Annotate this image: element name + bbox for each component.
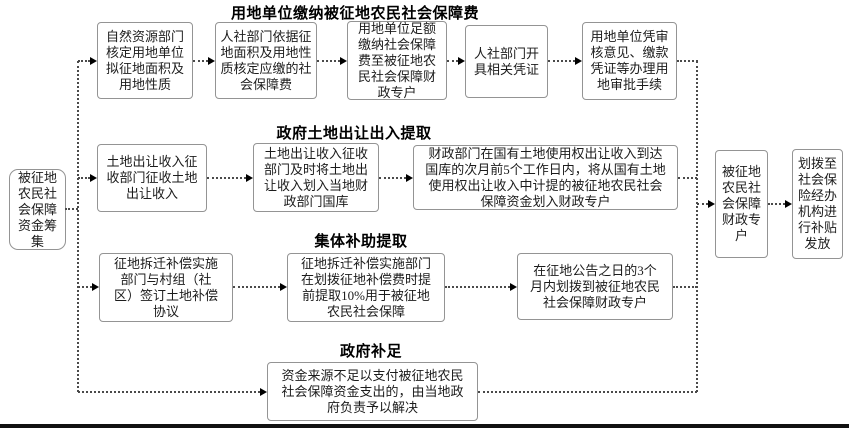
flow-box-r1-issue-voucher: 人社部门开 具相关凭证 — [465, 25, 548, 98]
flow-box-r2-finance-allocate: 财政部门在国有土地使用权出让收入到达 国库的次月前5个工作日内，将从国有土地 使… — [413, 145, 678, 210]
section-title-gov-land-transfer: 政府土地出让出入提取 — [276, 126, 432, 142]
arrowhead — [208, 57, 215, 65]
arrowhead — [90, 57, 97, 65]
flow-box-r1-natural-resources: 自然资源部门 核定用地单位 拟征地面积及 用地性质 — [97, 22, 193, 99]
flow-box-r1-hr-assess-fee: 人社部门依据征 地面积及用地性 质核定应缴的社 会保障费 — [215, 22, 317, 99]
section-title-collective-subsidy: 集体补助提取 — [314, 234, 408, 250]
bottom-divider-line — [0, 424, 849, 428]
connector-r2-to-right — [678, 177, 697, 179]
arrowhead — [575, 57, 582, 65]
arrowhead — [280, 283, 287, 291]
connector-right-vertical — [696, 61, 698, 392]
connector-r3-feed — [78, 286, 92, 288]
arrowhead — [785, 200, 792, 208]
connector-r3-to-right — [673, 286, 697, 288]
arrowhead — [510, 283, 517, 291]
flow-box-r3-sign-agreement: 征地拆迁补偿实施 部门与村组（社 区）签订土地补偿 协议 — [99, 253, 233, 322]
arrowhead — [458, 57, 465, 65]
flow-box-r2-collect-revenue: 土地出让收入征 收部门征收土地 出让收入 — [97, 144, 207, 212]
connector-r4-to-right — [478, 391, 697, 393]
arrowhead — [406, 174, 413, 182]
flow-box-fiscal-account: 被征地 农民社 会保障 财政专 户 — [715, 150, 768, 258]
section-title-land-unit-payment: 用地单位缴纳被征地农民社会保障费 — [230, 6, 480, 22]
connector-r1-1 — [193, 60, 208, 62]
flow-box-r3-withhold-10pct: 征地拆迁补偿实施部门 在划拨征地补偿费时提 前提取10%用于被征地 农民社会保障 — [287, 253, 445, 322]
section-title-gov-supplement: 政府补足 — [339, 344, 403, 360]
connector-r3-2 — [445, 286, 510, 288]
arrowhead — [90, 174, 97, 182]
arrowhead — [260, 388, 267, 396]
flow-box-r1-approval-procedure: 用地单位凭审 核意见、缴款 凭证等办理用 地审批手续 — [582, 22, 677, 100]
arrowhead — [246, 174, 253, 182]
arrowhead — [340, 57, 347, 65]
connector-to-fiscal-account — [697, 203, 708, 205]
connector-left-vertical — [77, 61, 79, 392]
connector-r1-2 — [317, 60, 340, 62]
connector-r1-feed — [78, 60, 90, 62]
connector-r4-feed — [78, 391, 260, 393]
connector-to-subsidy-payment — [768, 203, 785, 205]
flow-box-subsidy-payment: 划拨至 社会保 险经办 机构进 行补贴 发放 — [792, 149, 843, 259]
connector-r1-3 — [447, 60, 458, 62]
connector-r1-4 — [548, 60, 575, 62]
connector-r2-2 — [379, 177, 406, 179]
connector-r2-1 — [207, 177, 246, 179]
flow-box-r3-transfer-3months: 在征地公告之日的3个 月内划拨到被征地农民 社会保障财政专户 — [517, 253, 673, 320]
connector-r1-to-right — [677, 60, 698, 62]
flow-box-r4-gov-resolve: 资金来源不足以支付被征地农民 社会保障资金支出的，由当地政 府负责予以解决 — [267, 362, 478, 421]
arrowhead — [708, 200, 715, 208]
flow-box-fund-raising: 被征地 农民社 会保障 资金筹 集 — [9, 169, 66, 250]
flow-box-r2-transfer-treasury: 土地出让收入征收 部门及时将土地出 让收入划入当地财 政部门国库 — [253, 143, 379, 212]
flow-box-r1-full-payment: 用地单位足额 缴纳社会保障 费至被征地农 民社会保障财 政专户 — [347, 21, 447, 100]
connector-r3-1 — [233, 286, 280, 288]
arrowhead — [92, 283, 99, 291]
connector-source-out — [65, 208, 78, 210]
connector-r2-feed — [78, 177, 90, 179]
